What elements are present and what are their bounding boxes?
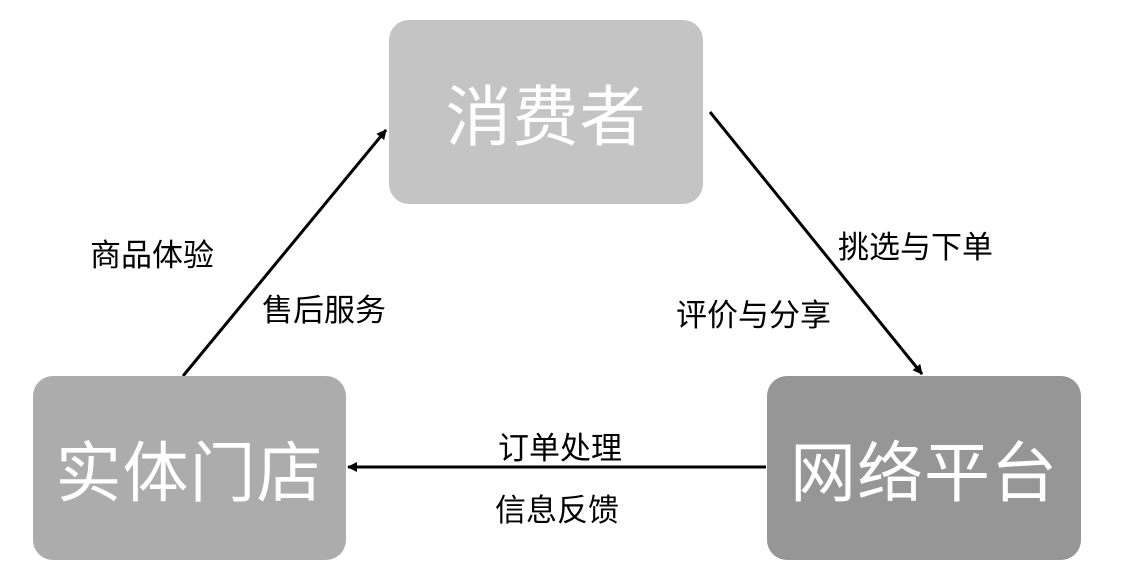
edge-label-after-sales-service: 售后服务 bbox=[262, 293, 386, 329]
edge-label-review-and-share: 评价与分享 bbox=[676, 298, 831, 334]
edge-label-select-and-order: 挑选与下单 bbox=[838, 230, 993, 266]
arrow-consumer-to-platform bbox=[708, 111, 924, 375]
edge-label-product-experience: 商品体验 bbox=[90, 238, 214, 274]
node-physical-store: 实体门店 bbox=[33, 376, 346, 560]
node-consumer-label: 消费者 bbox=[445, 79, 647, 156]
node-online-platform-label: 网络平台 bbox=[790, 435, 1058, 512]
node-physical-store-label: 实体门店 bbox=[55, 435, 324, 512]
edge-label-information-feedback: 信息反馈 bbox=[495, 493, 619, 529]
edge-label-order-processing: 订单处理 bbox=[498, 431, 622, 467]
arrow-store-to-consumer bbox=[181, 129, 388, 377]
node-online-platform: 网络平台 bbox=[767, 376, 1081, 560]
node-consumer: 消费者 bbox=[389, 20, 703, 204]
